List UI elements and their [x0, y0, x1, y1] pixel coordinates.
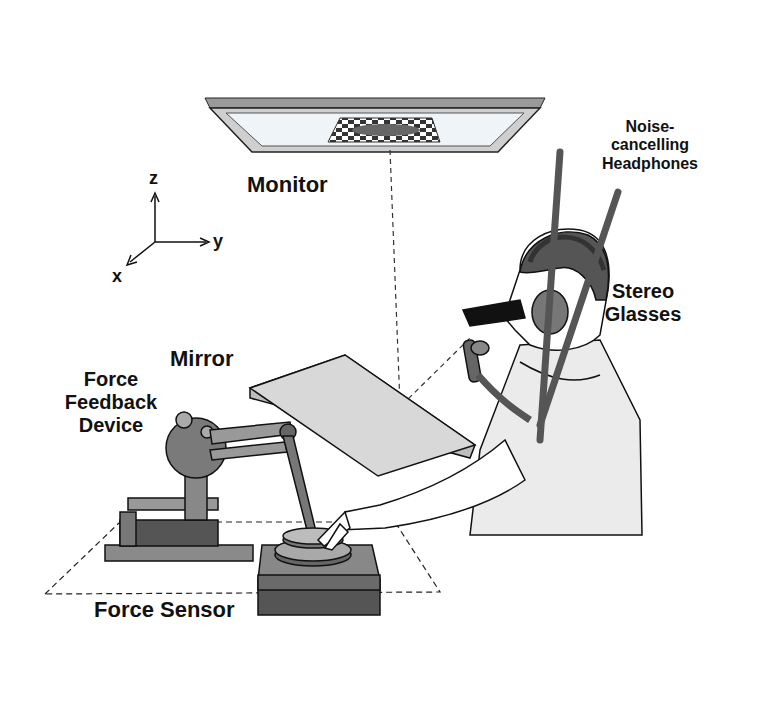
- part-label: Mirror: [170, 346, 234, 371]
- monitor: [205, 98, 545, 152]
- participant: [318, 152, 642, 550]
- part-label: Stereo Glasses: [600, 280, 686, 326]
- part-label: Force Feedback Device: [58, 368, 164, 437]
- workspace-outline: [45, 522, 440, 594]
- axis-label: z: [149, 168, 158, 189]
- axis-label: y: [213, 231, 223, 252]
- sight-line: [390, 150, 470, 405]
- axis-label: x: [112, 266, 122, 287]
- part-label: Noise-cancelling Headphones: [598, 118, 702, 173]
- mirror: [250, 355, 475, 476]
- part-label: Monitor: [247, 172, 328, 197]
- axes: [127, 193, 209, 265]
- part-label: Force Sensor: [94, 597, 235, 622]
